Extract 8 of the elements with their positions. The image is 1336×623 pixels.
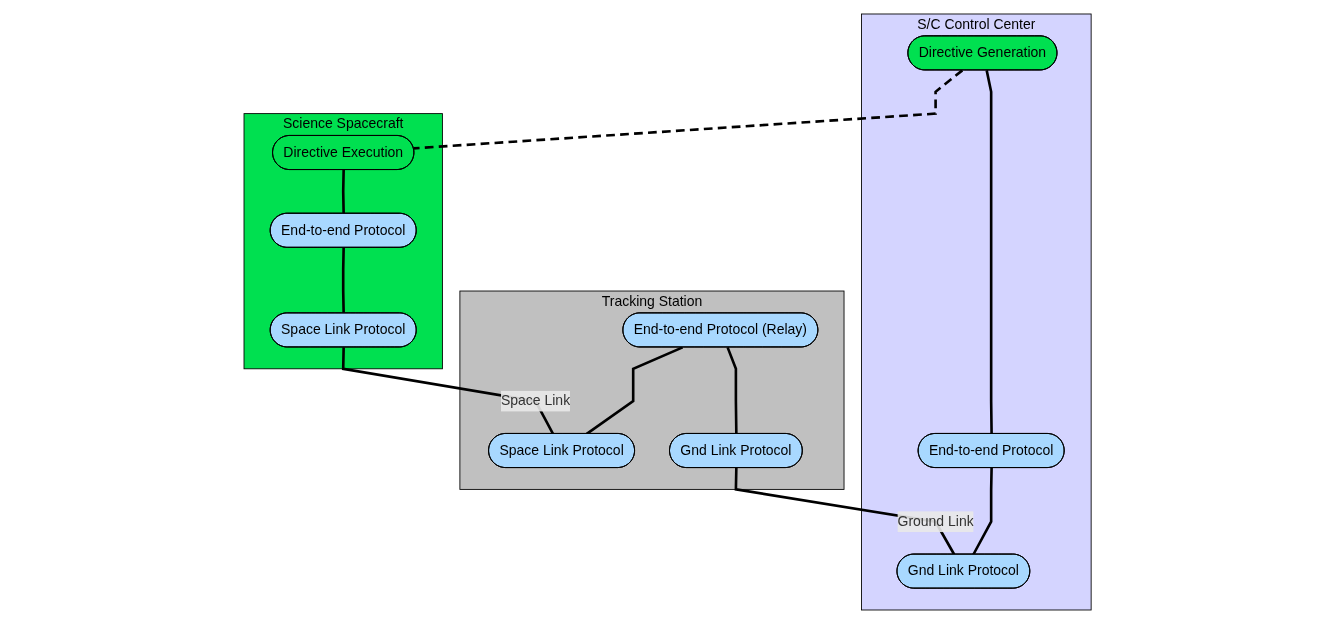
connector <box>985 69 994 434</box>
edge-label: Space Link <box>501 392 571 408</box>
connector <box>342 247 346 313</box>
connector <box>972 467 994 555</box>
connector <box>726 346 739 434</box>
connector <box>342 169 346 214</box>
edge-label: Ground Link <box>897 513 975 529</box>
connector <box>414 68 964 150</box>
